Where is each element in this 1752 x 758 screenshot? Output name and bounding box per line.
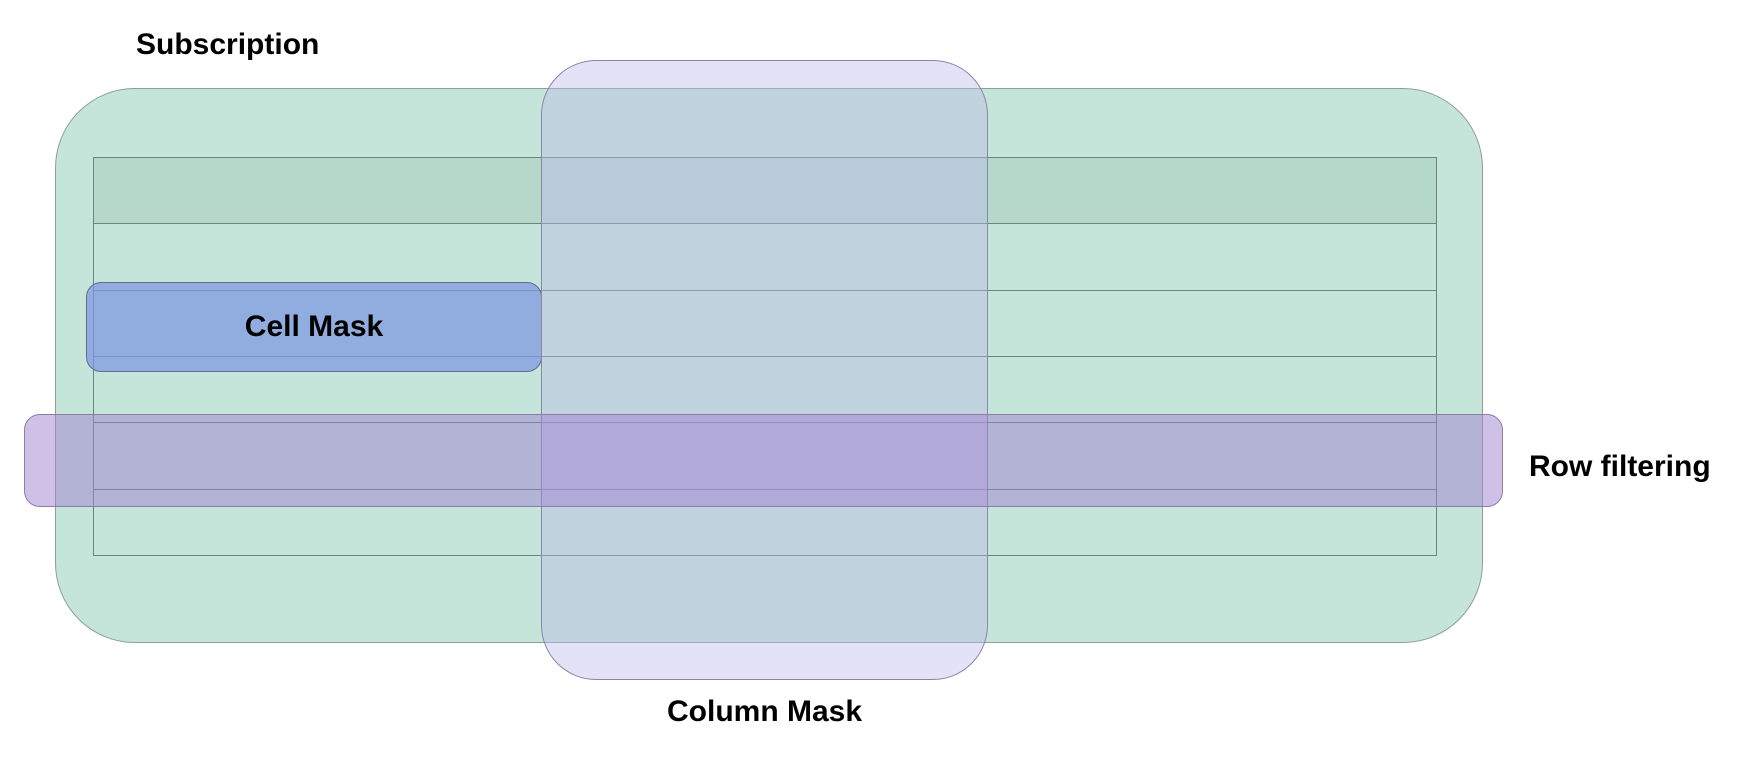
row-filtering-region <box>24 414 1503 507</box>
column-mask-label: Column Mask <box>667 695 863 728</box>
cell-mask-label: Cell Mask <box>244 310 384 343</box>
table-header-row <box>94 158 1436 224</box>
table-row <box>94 289 1436 356</box>
table-row <box>94 223 1436 289</box>
subscription-label: Subscription <box>136 28 320 61</box>
table-row <box>94 355 1436 422</box>
column-mask-region <box>541 60 988 680</box>
row-filtering-label: Row filtering <box>1529 450 1711 483</box>
cell-mask-region: Cell Mask <box>86 282 542 372</box>
